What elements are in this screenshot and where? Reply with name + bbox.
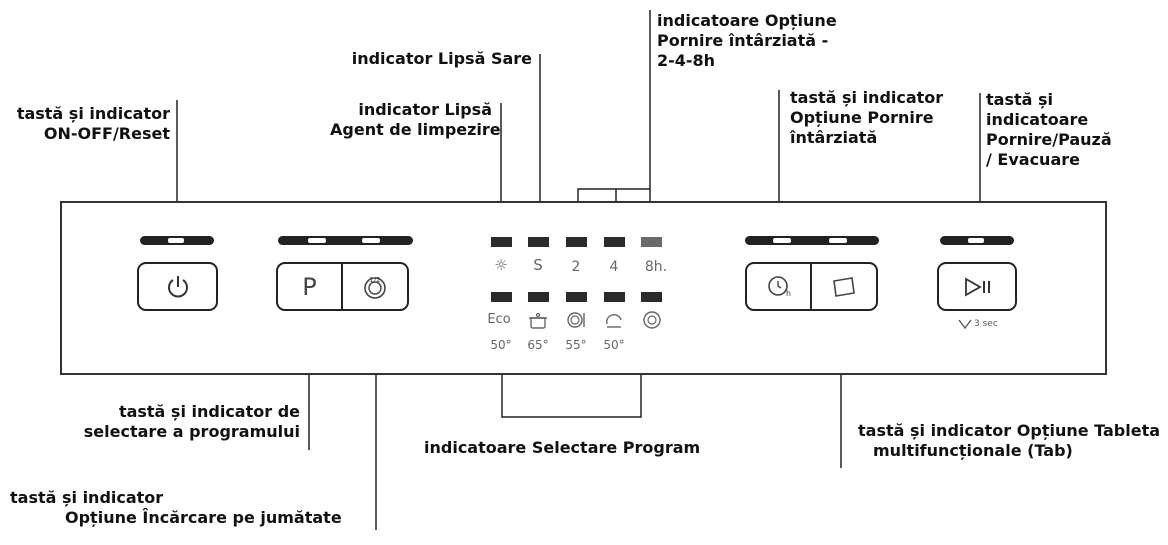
tab-button[interactable] bbox=[812, 264, 876, 309]
rinse-label: indicator Lipsă Agent de limpezire bbox=[330, 100, 501, 140]
start-indicator-light bbox=[968, 238, 984, 243]
delay-4h-text: 4 bbox=[609, 259, 619, 275]
delay-tab-key-group: h bbox=[745, 262, 878, 311]
delay-tab-indicator-bar bbox=[745, 236, 879, 245]
tab-label: tastă și indicator Opțiune Tableta multi… bbox=[858, 421, 1160, 461]
program-indicators-label: indicatoare Selectare Program bbox=[424, 438, 701, 457]
drain-hint: 3 sec bbox=[958, 318, 998, 330]
half-load-button[interactable]: 1/2 bbox=[343, 264, 407, 309]
eco-text: Eco bbox=[487, 312, 511, 327]
quick-wash-icon bbox=[599, 310, 629, 334]
rinse-aid-icon: ☼ bbox=[494, 256, 508, 274]
program-key-label: tastă și indicator de selectare a progra… bbox=[60, 402, 300, 442]
rinse-label-line2: Agent de limpezire bbox=[330, 120, 501, 139]
half-label-line1: tastă și indicator bbox=[10, 488, 164, 507]
half-load-icon: 1/2 bbox=[364, 276, 386, 299]
tab-label-line1: tastă și indicator Opțiune Tableta bbox=[858, 421, 1161, 440]
delay-indicators-label: indicatoare Opțiune Pornire întârziată -… bbox=[657, 11, 837, 71]
delay-ind-line1: indicatoare Opțiune bbox=[657, 11, 837, 30]
program-button[interactable]: P bbox=[278, 264, 343, 309]
tab-indicator-light bbox=[829, 238, 847, 243]
onoff-indicator-light bbox=[168, 238, 184, 243]
salt-label: indicator Lipsă Sare bbox=[351, 49, 532, 68]
delay-key-line3: întârziată bbox=[790, 128, 878, 147]
onoff-label-line1: tastă și indicator bbox=[16, 104, 170, 123]
program-key-group: P 1/2 bbox=[276, 262, 409, 311]
delay-key-line2: Opțiune Pornire bbox=[790, 108, 934, 127]
drain-icon bbox=[958, 319, 972, 330]
program-prewash-led bbox=[641, 292, 662, 302]
half-label-line2: Opțiune Încărcare pe jumătate bbox=[65, 508, 342, 527]
prog-key-line1: tastă și indicator de bbox=[118, 402, 300, 421]
delay-4h-led bbox=[604, 237, 625, 247]
play-pause-icon bbox=[939, 264, 1015, 309]
tab-label-line2: multifuncționale (Tab) bbox=[873, 441, 1073, 460]
svg-text:1/2: 1/2 bbox=[369, 276, 380, 284]
delay-start-button[interactable]: h bbox=[747, 264, 812, 309]
program-indicator-light bbox=[308, 238, 326, 243]
quick-temp: 50° bbox=[603, 338, 625, 352]
onoff-label-line2: ON-OFF/Reset bbox=[43, 124, 170, 143]
delay-key-line1: tastă și indicator bbox=[790, 88, 944, 107]
intensive-temp: 65° bbox=[527, 338, 549, 352]
normal-temp: 55° bbox=[565, 338, 587, 352]
control-panel bbox=[60, 201, 1107, 375]
prog-key-line2: selectare a programului bbox=[83, 422, 300, 441]
start-label: tastă și indicatoare Pornire/Pauză / Eva… bbox=[986, 90, 1112, 170]
delay-indicator-light bbox=[773, 238, 791, 243]
eco-temp: 50° bbox=[490, 338, 512, 352]
program-intensive-led bbox=[528, 292, 549, 302]
start-label-line4: / Evacuare bbox=[986, 150, 1080, 169]
intensive-pot-icon bbox=[523, 310, 553, 334]
normal-plates-icon bbox=[561, 310, 591, 334]
start-label-line1: tastă și bbox=[986, 90, 1053, 109]
start-label-line2: indicatoare bbox=[986, 110, 1089, 129]
program-quick-led bbox=[604, 292, 625, 302]
onoff-label: tastă și indicator ON-OFF/Reset bbox=[10, 104, 170, 144]
delay-ind-line3: 2-4-8h bbox=[657, 51, 716, 70]
delay-2h-text: 2 bbox=[571, 259, 581, 275]
rinse-aid-led bbox=[491, 237, 512, 247]
half-load-indicator-light bbox=[362, 238, 380, 243]
start-indicator-bar bbox=[940, 236, 1014, 245]
drain-hint-text: 3 sec bbox=[974, 319, 998, 329]
delay-8h-led bbox=[641, 237, 662, 247]
delay-2h-led bbox=[566, 237, 587, 247]
rinse-label-line1: indicator Lipsă bbox=[358, 100, 492, 119]
salt-led bbox=[528, 237, 549, 247]
onoff-indicator-bar bbox=[140, 236, 214, 245]
onoff-button[interactable] bbox=[137, 262, 218, 311]
clock-h-icon: h bbox=[767, 275, 791, 298]
program-normal-led bbox=[566, 292, 587, 302]
start-label-line3: Pornire/Pauză bbox=[986, 130, 1112, 149]
program-eco-led bbox=[491, 292, 512, 302]
program-indicator-bar bbox=[278, 236, 413, 245]
prewash-icon bbox=[637, 310, 667, 334]
delay-key-label: tastă și indicator Opțiune Pornire întâr… bbox=[790, 88, 943, 148]
half-load-label: tastă și indicator Opțiune Încărcare pe … bbox=[10, 488, 342, 528]
power-icon bbox=[139, 264, 216, 309]
delay-8h-text: 8h. bbox=[644, 259, 668, 275]
start-pause-button[interactable] bbox=[937, 262, 1017, 311]
svg-text:h: h bbox=[786, 289, 791, 298]
delay-ind-line2: Pornire întârziată - bbox=[657, 31, 829, 50]
tablet-icon bbox=[833, 276, 855, 297]
salt-icon: S bbox=[533, 256, 543, 274]
